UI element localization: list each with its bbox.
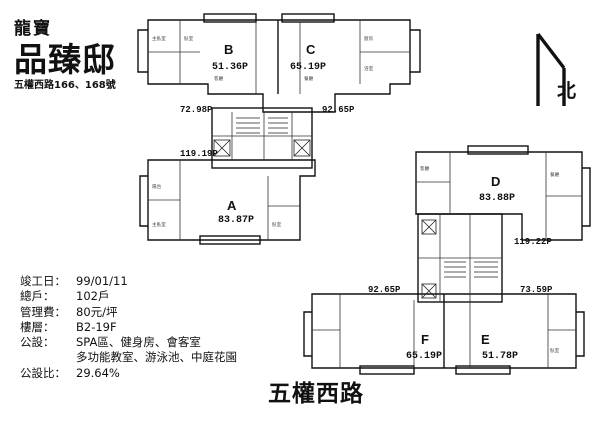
room-label: 臥室 <box>550 347 560 354</box>
info-label: 總戶： <box>20 289 55 304</box>
bay-lower-right <box>576 311 585 357</box>
info-label: 樓層： <box>20 319 55 334</box>
corner-area: 73.59P <box>520 285 553 295</box>
corner-area: 119.22P <box>514 237 552 247</box>
wall-outline-upper <box>147 19 411 113</box>
unit-letter-b: B <box>224 42 233 57</box>
unit-area-b: 51.36P <box>212 62 248 73</box>
balcony-c <box>281 13 335 23</box>
compass-north-icon <box>536 32 566 106</box>
unit-area-e: 51.78P <box>482 351 518 362</box>
info-row-ratio: 公設比： 29.64% <box>20 366 237 381</box>
unit-letter-d: D <box>491 174 500 189</box>
compass-label: 北 <box>557 80 577 102</box>
room-label: 臥室 <box>184 35 194 42</box>
info-value: 99/01/11 <box>76 274 128 288</box>
unit-letter-f: F <box>421 332 429 347</box>
room-label: 主臥室 <box>152 221 166 228</box>
bay-a <box>139 175 148 227</box>
room-label: 餐廳 <box>550 171 560 178</box>
balcony-a <box>199 235 261 245</box>
corner-area: 92.65P <box>368 285 401 295</box>
brand-subtitle: 龍寶 <box>14 19 52 39</box>
unit-area-d: 83.88P <box>479 193 515 204</box>
unit-letter-c: C <box>306 42 316 57</box>
info-facilities-continued: 多功能教室、游泳池、中庭花園 <box>76 350 237 365</box>
bay-lower-left <box>303 311 312 357</box>
corner-area: 92.65P <box>322 105 355 115</box>
info-row-completion: 竣工日： 99/01/11 <box>20 274 237 289</box>
building-info: 竣工日： 99/01/11 總戶： 102戶 管理費： 80元/坪 樓層： B2… <box>20 274 237 381</box>
brand-address: 五權西路166、168號 <box>14 80 116 91</box>
unit-area-f: 65.19P <box>406 351 442 362</box>
info-row-management: 管理費： 80元/坪 <box>20 305 237 320</box>
room-label: 臥室 <box>272 221 282 228</box>
info-row-households: 總戶： 102戶 <box>20 289 237 304</box>
wall-outline-lower <box>311 293 577 369</box>
info-value: B2-19F <box>76 319 117 334</box>
balcony-d <box>467 145 529 155</box>
core-left <box>211 107 313 169</box>
info-value: SPA區、健身房、會客室 <box>76 335 201 350</box>
bay-d <box>582 167 591 227</box>
wall-outline-unit-d <box>415 151 583 241</box>
balcony-f <box>359 365 415 375</box>
info-label: 公設： <box>20 335 55 350</box>
unit-area-a: 83.87P <box>218 215 254 226</box>
room-label: 陽台 <box>152 183 162 190</box>
room-label: 客廳 <box>420 165 430 172</box>
street-name: 五權西路 <box>268 381 364 407</box>
room-label: 主臥室 <box>152 35 166 42</box>
info-label: 管理費： <box>20 304 66 319</box>
corner-area: 119.19P <box>180 149 218 159</box>
unit-area-c: 65.19P <box>290 62 326 73</box>
room-label: 廚房 <box>364 35 374 42</box>
corner-area: 72.98P <box>180 105 213 115</box>
wall-outline-unit-a <box>147 159 316 241</box>
info-row-facilities: 公設： SPA區、健身房、會客室 <box>20 335 237 350</box>
room-label: 餐廳 <box>304 75 314 82</box>
info-label: 竣工日： <box>20 274 66 288</box>
unit-letter-e: E <box>481 332 490 347</box>
unit-letter-a: A <box>227 198 237 213</box>
info-value: 29.64% <box>76 365 120 380</box>
balcony-e <box>455 365 511 375</box>
info-label: 公設比： <box>20 365 66 380</box>
room-label: 客廳 <box>214 75 224 82</box>
bay-right <box>410 29 421 73</box>
room-label: 浴室 <box>364 65 374 72</box>
info-row-floors: 樓層： B2-19F <box>20 320 237 335</box>
bay-left <box>137 29 148 73</box>
brand-name: 品臻邸 <box>14 40 116 79</box>
balcony-b <box>203 13 257 23</box>
info-value: 102戶 <box>76 289 110 304</box>
info-value: 80元/坪 <box>76 304 118 319</box>
